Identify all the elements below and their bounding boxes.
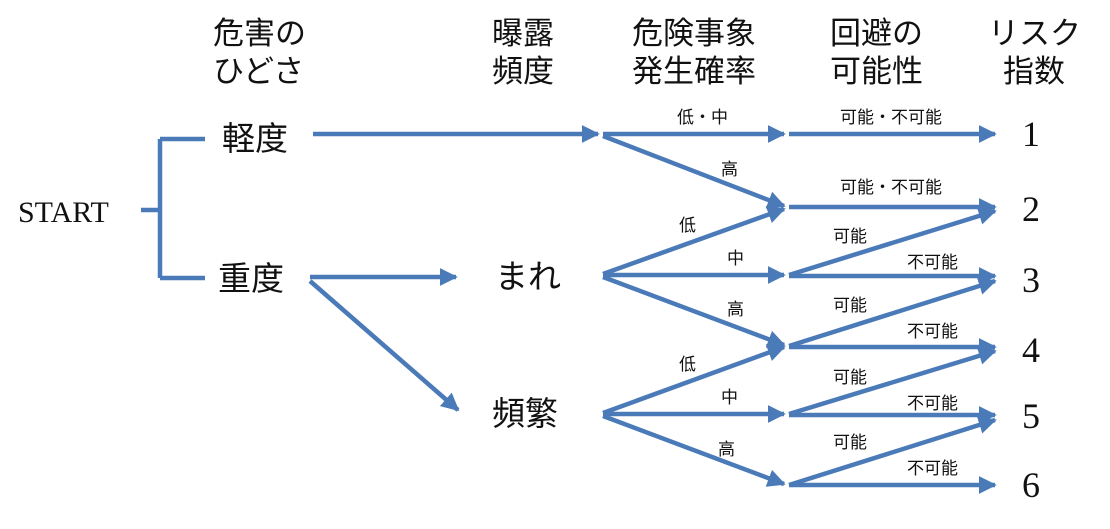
header-risk-index: リスク 指数 [988, 16, 1081, 90]
edge-light-high [602, 133, 786, 209]
label-high-3: 高 [718, 440, 735, 460]
node-heavy: 重度 [218, 259, 284, 298]
label-low-mid: 低・中 [677, 108, 728, 128]
edge-heavy-to-frequent [308, 279, 460, 412]
edge-high-possible-to-3 [788, 277, 997, 349]
header-event-line1: 危険事象 [632, 16, 756, 52]
node-start: START [18, 196, 109, 229]
label-impossible-3: 不可能 [907, 394, 958, 414]
label-high-1: 高 [721, 160, 738, 180]
edge-frequent-high [602, 413, 786, 487]
risk-index-4: 4 [1022, 330, 1040, 370]
header-avoidance-possibility: 回避の 可能性 [830, 16, 923, 90]
header-harm-line1: 危害の [213, 16, 306, 52]
label-low-1: 低 [679, 216, 696, 236]
header-avoid-line2: 可能性 [830, 54, 923, 90]
risk-index-3: 3 [1022, 260, 1040, 300]
label-low-2: 低 [679, 355, 696, 375]
label-possible-impossible-2: 可能・不可能 [840, 178, 942, 198]
label-possible-1: 可能 [833, 227, 867, 247]
header-exposure-frequency: 曝露 頻度 [492, 16, 554, 90]
node-frequent: 頻繁 [492, 394, 558, 433]
edge-mid-possible-to-2 [788, 207, 997, 278]
label-possible-impossible-1: 可能・不可能 [840, 108, 942, 128]
risk-index-6: 6 [1022, 465, 1040, 505]
risk-index-1: 1 [1022, 114, 1040, 154]
label-impossible-4: 不可能 [907, 459, 958, 479]
node-rare: まれ [495, 257, 561, 296]
label-possible-2: 可能 [833, 296, 867, 316]
edge-rare-low [602, 206, 786, 277]
start-bracket [141, 136, 205, 281]
label-possible-4: 可能 [833, 433, 867, 453]
header-harm-line2: ひどさ [213, 54, 304, 90]
label-impossible-1: 不可能 [907, 253, 958, 273]
label-impossible-2: 不可能 [907, 322, 958, 342]
label-possible-3: 可能 [833, 368, 867, 388]
label-high-2: 高 [727, 300, 744, 320]
edge-rare-high [602, 274, 786, 348]
header-risk-line2: 指数 [1003, 54, 1065, 90]
edge-frequent-low [602, 344, 786, 416]
label-mid-1: 中 [727, 249, 744, 269]
header-event-probability: 危険事象 発生確率 [632, 16, 756, 90]
edge-fhigh-possible-to-5 [788, 416, 997, 488]
edge-fmid-possible-to-4 [788, 347, 997, 417]
header-exposure-line2: 頻度 [492, 54, 554, 90]
risk-index-2: 2 [1022, 189, 1040, 229]
header-risk-line1: リスク [988, 16, 1081, 52]
header-avoid-line1: 回避の [830, 16, 923, 52]
header-event-line2: 発生確率 [632, 54, 756, 90]
header-harm-severity: 危害の ひどさ [213, 16, 306, 90]
label-mid-2: 中 [721, 388, 738, 408]
node-light: 軽度 [222, 119, 288, 158]
risk-index-5: 5 [1022, 396, 1040, 436]
header-exposure-line1: 曝露 [492, 16, 554, 52]
